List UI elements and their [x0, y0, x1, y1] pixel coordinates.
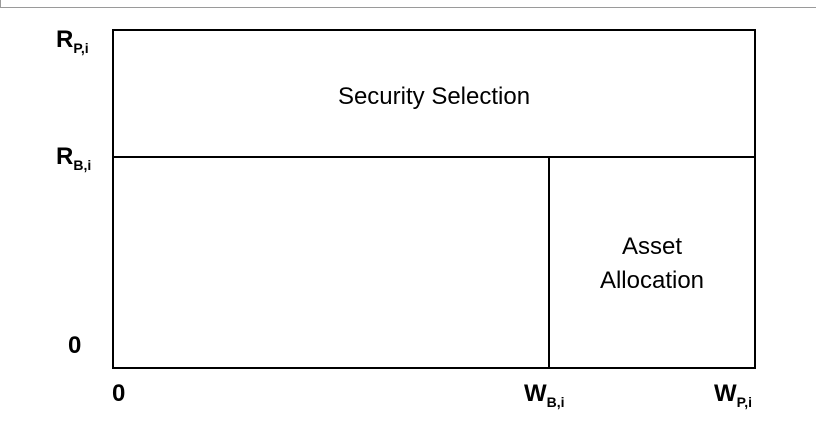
- x-label-portfolio-weight: WP,i: [714, 380, 752, 410]
- asset-allocation-label-line1: Asset: [621, 233, 683, 260]
- x-label-benchmark-weight: WB,i: [524, 380, 565, 410]
- benchmark-return-line: [112, 156, 754, 158]
- x-label-origin: 0: [112, 380, 126, 407]
- diagram-frame: [112, 29, 756, 369]
- top-tick-mark: [0, 0, 1, 8]
- asset-allocation-label-line2: Allocation: [599, 267, 705, 294]
- asset-allocation-label: Asset Allocation: [550, 230, 754, 298]
- security-selection-label: Security Selection: [337, 83, 531, 110]
- y-label-portfolio-return: RP,i: [56, 26, 89, 56]
- y-label-benchmark-return: RB,i: [56, 143, 92, 173]
- benchmark-weight-line: [548, 156, 550, 367]
- top-divider: [0, 7, 816, 8]
- y-label-origin: 0: [68, 332, 82, 359]
